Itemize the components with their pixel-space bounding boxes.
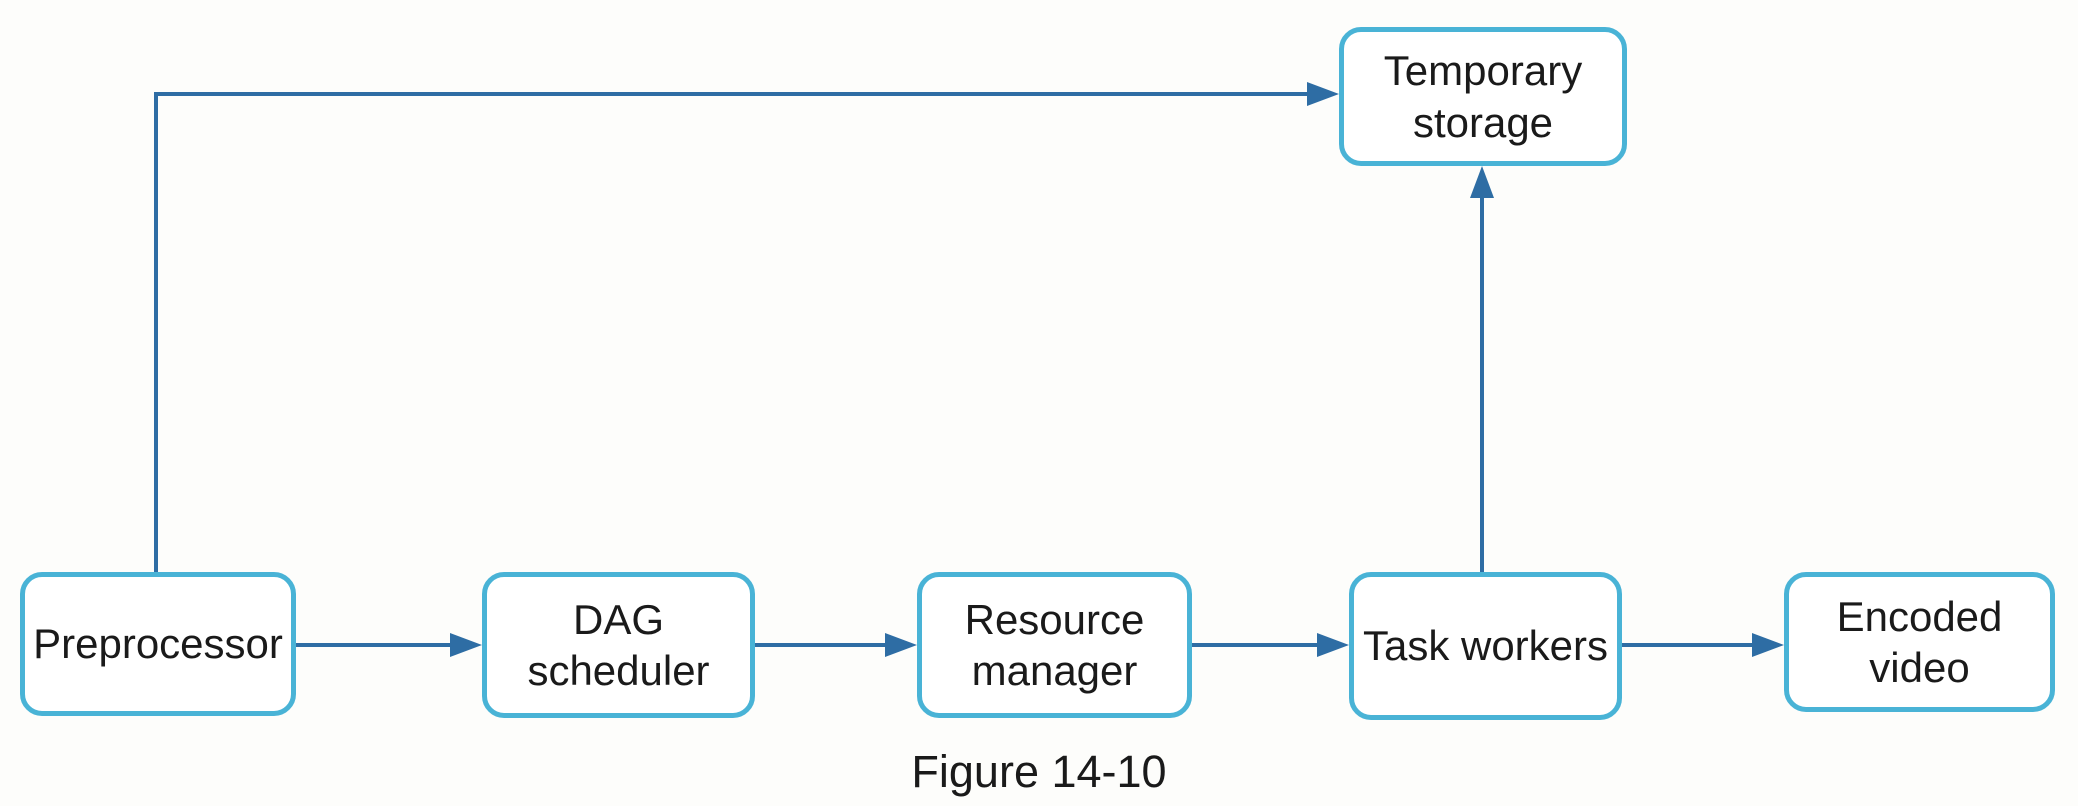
node-resource-manager-label: Resource manager <box>964 595 1145 694</box>
node-task-workers: Task workers <box>1349 572 1622 720</box>
node-temporary-storage: Temporary storage <box>1339 27 1627 166</box>
arrow-resource-manager-to-task-workers <box>1192 633 1349 657</box>
node-dag-scheduler-label: DAG scheduler <box>527 595 710 694</box>
node-task-workers-label: Task workers <box>1362 622 1609 670</box>
node-encoded-video: Encoded video <box>1784 572 2055 712</box>
arrow-preprocessor-to-dag-scheduler <box>296 633 482 657</box>
node-encoded-video-label: Encoded video <box>1836 592 2003 691</box>
arrow-preprocessor-to-temporary-storage <box>154 82 1339 573</box>
figure-caption: Figure 14-10 <box>911 746 1167 797</box>
arrow-task-workers-to-temporary-storage <box>1470 166 1494 573</box>
arrow-dag-scheduler-to-resource-manager <box>755 633 917 657</box>
node-dag-scheduler: DAG scheduler <box>482 572 755 718</box>
arrow-task-workers-to-encoded-video <box>1622 633 1784 657</box>
node-preprocessor-label: Preprocessor <box>33 620 283 668</box>
node-resource-manager: Resource manager <box>917 572 1192 718</box>
node-preprocessor: Preprocessor <box>20 572 296 716</box>
node-temporary-storage-label: Temporary storage <box>1383 47 1583 146</box>
